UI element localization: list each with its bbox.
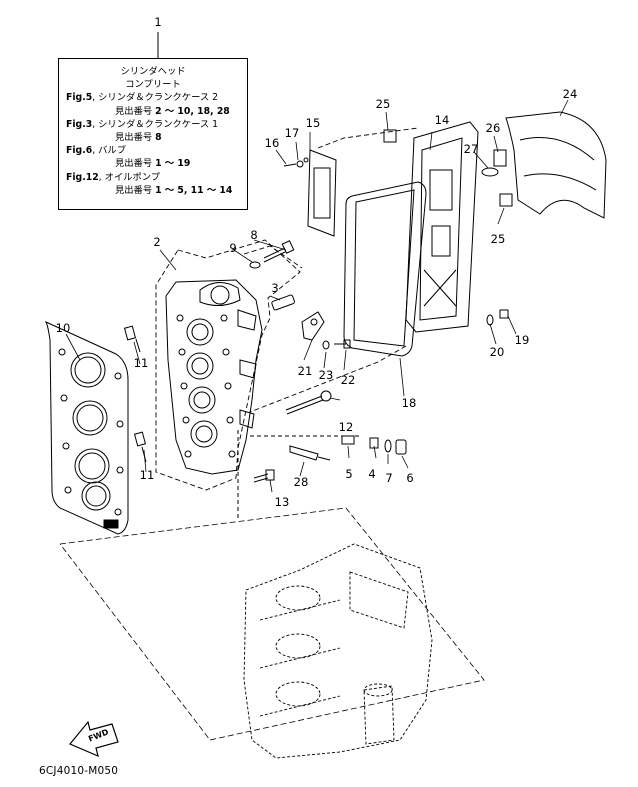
fig-desc: , シリンダ＆クランクケース 2	[92, 92, 219, 104]
crankcase-outline	[59, 507, 485, 741]
box-ref-fig: Fig.5, シリンダ＆クランクケース 2	[59, 91, 247, 104]
box-title-line1: シリンダヘッド	[120, 66, 186, 77]
fig-desc: , オイルポンプ	[98, 171, 161, 183]
ref-numbers: 1 ～ 19	[155, 158, 191, 170]
callout-21: 21	[297, 364, 313, 378]
box-ref-nums: 見出番号 8	[59, 131, 247, 144]
callout-4: 4	[368, 467, 376, 481]
callout-25-upper: 25	[375, 97, 391, 111]
callout-7: 7	[385, 471, 393, 485]
side-cover	[505, 111, 607, 219]
ref-numbers: 2 ～ 10, 18, 28	[155, 105, 230, 117]
callout-24: 24	[562, 87, 578, 101]
callout-16: 16	[264, 136, 280, 150]
callout-26: 26	[485, 121, 501, 135]
callout-2: 2	[153, 235, 161, 249]
callout-22: 22	[340, 373, 356, 387]
callout-10: 10	[55, 321, 71, 335]
upper-small-parts	[249, 240, 295, 311]
small-parts	[289, 311, 407, 461]
cover-plate	[307, 149, 337, 237]
head-assembly-outline	[155, 239, 303, 491]
ref-numbers: 8	[155, 132, 162, 144]
fig-ref: Fig.12	[66, 171, 99, 183]
callout-11-lower: 11	[139, 468, 155, 482]
box-ref-nums: 見出番号 1 ～ 19	[59, 157, 247, 170]
assembly-info-box: シリンダヘッド コンプリート Fig.5, シリンダ＆クランクケース 2 見出番…	[58, 58, 248, 210]
box-ref-fig: Fig.3, シリンダ＆クランクケース 1	[59, 118, 247, 131]
box-ref-fig: Fig.6, バルブ	[59, 144, 247, 157]
fig-ref: Fig.3	[66, 118, 93, 130]
callout-6: 6	[406, 471, 414, 485]
callout-8: 8	[250, 228, 258, 242]
upper-right-small-parts	[283, 129, 513, 326]
callout-23: 23	[318, 368, 334, 382]
crankcase	[243, 543, 433, 759]
fig-desc: , シリンダ＆クランクケース 1	[92, 118, 219, 130]
callout-27: 27	[463, 142, 479, 156]
callout-28: 28	[293, 475, 309, 489]
head-bolts	[237, 390, 360, 520]
box-title-line2: コンプリート	[125, 79, 181, 91]
callout-19: 19	[514, 333, 530, 347]
callout-20: 20	[489, 345, 505, 359]
box-ref-nums: 見出番号 1 ～ 5, 11 ～ 14	[59, 184, 247, 197]
ref-label: 見出番号	[115, 132, 153, 144]
ref-label: 見出番号	[115, 158, 153, 170]
diagram-code: 6CJ4010-M050	[39, 765, 119, 777]
callout-11-upper: 11	[133, 356, 149, 370]
callout-3: 3	[271, 281, 279, 295]
exhaust-cover	[405, 121, 479, 333]
callout-25-lower: 25	[490, 232, 506, 246]
callout-9: 9	[229, 241, 237, 255]
ref-label: 見出番号	[115, 105, 153, 117]
fwd-arrow-icon	[69, 720, 119, 758]
dowel-pins	[123, 325, 147, 463]
fig-ref: Fig.5	[66, 92, 93, 104]
callout-13: 13	[274, 495, 290, 509]
fig-desc: , バルブ	[92, 145, 127, 157]
ref-numbers: 1 ～ 5, 11 ～ 14	[155, 184, 233, 196]
callout-5: 5	[345, 467, 353, 481]
callout-12: 12	[338, 420, 354, 434]
box-ref-nums: 見出番号 2 ～ 10, 18, 28	[59, 105, 247, 118]
callout-18: 18	[401, 396, 417, 410]
head-gasket	[44, 320, 129, 535]
cylinder-head	[165, 279, 263, 475]
ref-label: 見出番号	[115, 184, 153, 196]
callout-14: 14	[434, 113, 450, 127]
callout-17: 17	[284, 126, 300, 140]
leader-lines	[65, 99, 569, 493]
callout-15: 15	[305, 116, 321, 130]
callout-1: 1	[154, 15, 162, 29]
fig-ref: Fig.6	[66, 145, 93, 157]
cover-gasket	[343, 181, 427, 357]
box-ref-fig: Fig.12, オイルポンプ	[59, 171, 247, 184]
